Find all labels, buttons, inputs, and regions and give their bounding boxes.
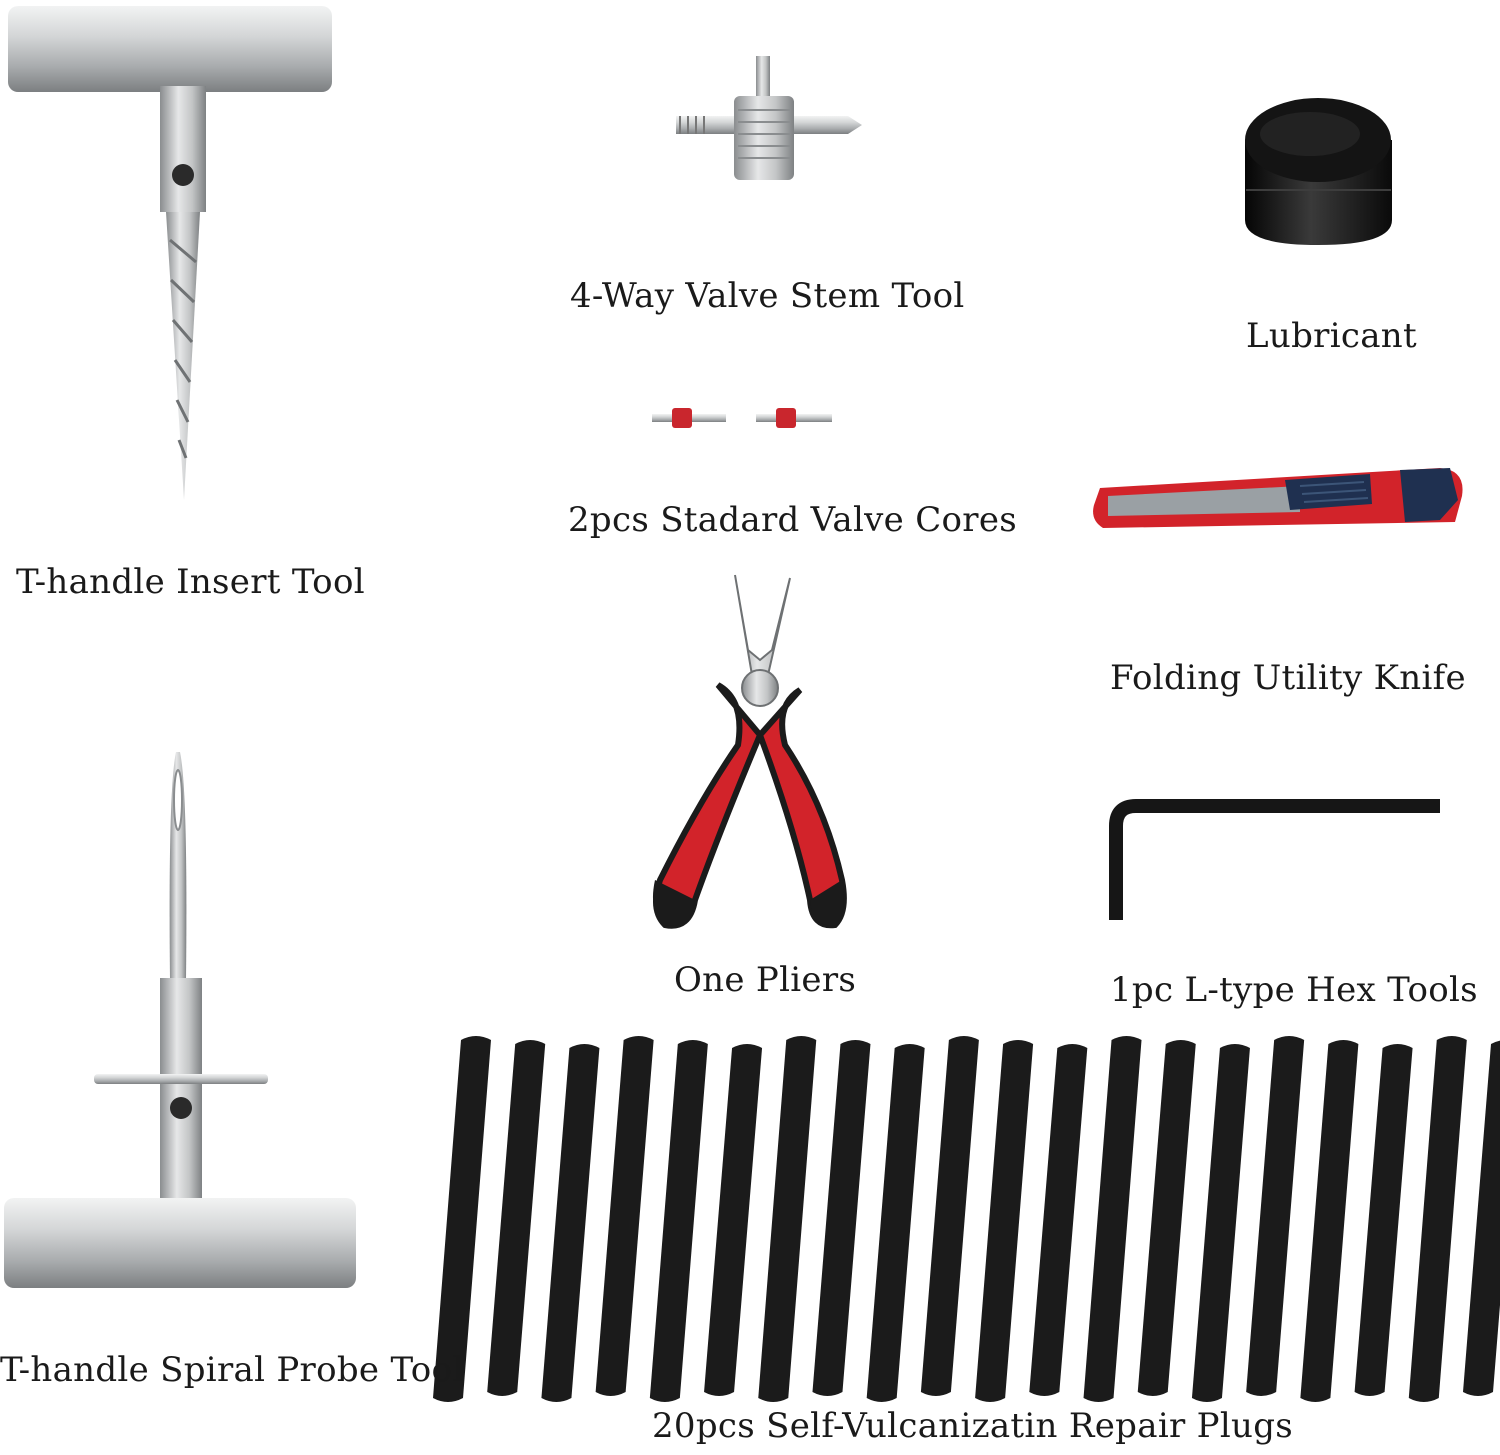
t-handle-insert-tool-label: T-handle Insert Tool: [16, 562, 365, 602]
valve-stem-tool-label: 4-Way Valve Stem Tool: [570, 276, 965, 316]
utility-knife-label: Folding Utility Knife: [1110, 658, 1466, 698]
pliers-label: One Pliers: [674, 960, 857, 1000]
repair-plug: [1300, 1040, 1359, 1402]
repair-plugs-image: [433, 1036, 1500, 1402]
repair-plug: [541, 1044, 600, 1402]
utility-knife-image: [1093, 468, 1463, 528]
repair-plugs-label: 20pcs Self-Vulcanizatin Repair Plugs: [652, 1406, 1294, 1446]
hex-tool-image: [1109, 799, 1440, 920]
repair-plug: [595, 1036, 654, 1396]
lubricant-label: Lubricant: [1246, 316, 1417, 356]
repair-plug: [649, 1040, 708, 1402]
t-handle-insert-tool-image: [8, 6, 332, 500]
pliers-image: [652, 574, 847, 929]
repair-plug: [1246, 1036, 1305, 1396]
repair-plug: [433, 1036, 491, 1402]
repair-plug: [1029, 1044, 1088, 1396]
repair-plug: [758, 1036, 817, 1402]
hex-tool-label: 1pc L-type Hex Tools: [1110, 970, 1478, 1010]
repair-plug: [866, 1044, 925, 1402]
repair-plug: [1463, 1040, 1500, 1396]
repair-plug: [812, 1040, 871, 1396]
repair-plug: [487, 1040, 546, 1396]
repair-plug: [1191, 1044, 1250, 1402]
valve-cores-label: 2pcs Stadard Valve Cores: [568, 500, 1018, 540]
repair-plug: [1083, 1036, 1142, 1402]
spiral-probe-tool-image: [4, 752, 356, 1288]
repair-plug: [1354, 1044, 1413, 1396]
repair-plug: [1137, 1040, 1196, 1396]
spiral-probe-tool-label: T-handle Spiral Probe Tool: [0, 1350, 464, 1390]
repair-plug: [1408, 1036, 1467, 1402]
repair-plug: [975, 1040, 1034, 1402]
valve-cores-image: [652, 408, 832, 428]
lubricant-jar-image: [1245, 98, 1392, 245]
repair-plug: [704, 1044, 763, 1396]
repair-plug: [920, 1036, 979, 1396]
valve-stem-tool-image: [676, 56, 862, 180]
